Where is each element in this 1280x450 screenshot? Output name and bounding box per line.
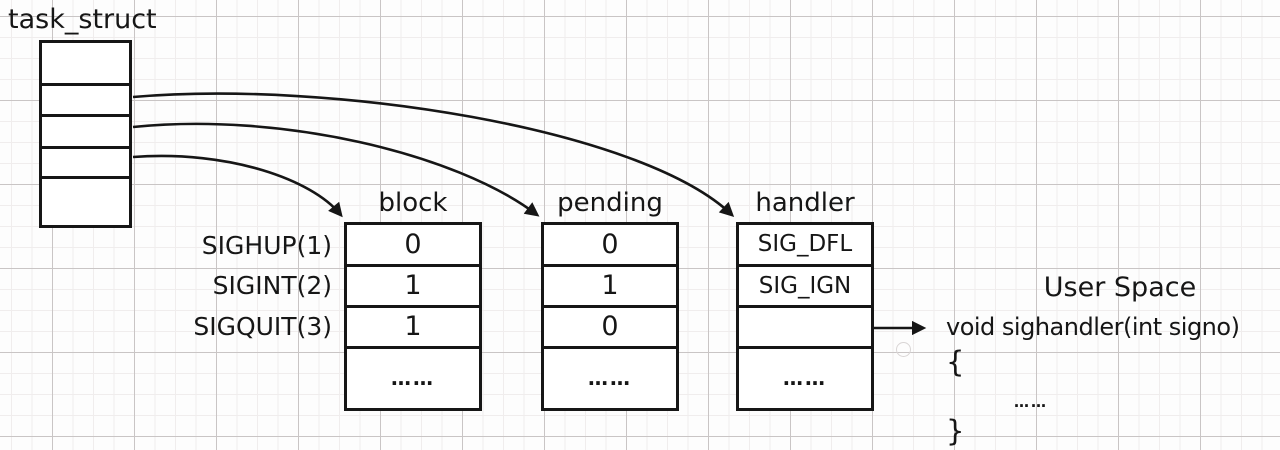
- handler-cell-ellipsis: ……: [739, 346, 871, 408]
- column-header-handler: handler: [755, 188, 855, 218]
- handler-cell-sighup: SIG_DFL: [757, 231, 853, 257]
- row-label-sigquit: SIGQUIT(3): [193, 312, 332, 341]
- open-brace: {: [946, 345, 965, 379]
- sighandler-signature: void sighandler(int signo): [946, 313, 1240, 341]
- close-brace: }: [946, 414, 965, 448]
- block-table: 0 1 1 ……: [344, 222, 482, 411]
- arrow-to-pending: [132, 122, 540, 217]
- block-cell-ellipsis: ……: [347, 346, 479, 408]
- pending-table: 0 1 0 ……: [541, 222, 679, 411]
- task-struct-cell: [42, 176, 129, 225]
- task-struct-cell: [42, 114, 129, 146]
- arrow-to-block: [132, 154, 343, 218]
- faint-circle-artifact: [896, 342, 911, 357]
- task-struct-cell: [42, 83, 129, 114]
- block-cell-sigquit: 1: [347, 305, 479, 346]
- handler-cell-sigquit: [739, 305, 871, 346]
- handler-table: SIG_DFL SIG_IGN ……: [736, 222, 874, 411]
- column-header-pending: pending: [557, 188, 663, 218]
- block-cell-sigint: 1: [347, 264, 479, 305]
- user-space-title: User Space: [1043, 272, 1197, 303]
- pending-cell-sigquit: 0: [544, 305, 676, 346]
- handler-cell-sigint: SIG_IGN: [739, 264, 871, 305]
- pending-cell-sighup: 0: [601, 229, 619, 260]
- task-struct-box: [39, 40, 132, 228]
- task-struct-label: task_struct: [8, 4, 157, 35]
- task-struct-cell: [42, 146, 129, 176]
- arrow-to-handler: [132, 92, 735, 217]
- block-cell-sighup: 0: [404, 229, 422, 260]
- pending-cell-ellipsis: ……: [544, 346, 676, 408]
- pending-cell-sigint: 1: [544, 264, 676, 305]
- row-label-sighup: SIGHUP(1): [201, 231, 332, 260]
- column-header-block: block: [378, 188, 448, 218]
- body-ellipsis: ……: [1014, 393, 1048, 411]
- row-label-sigint: SIGINT(2): [212, 271, 332, 300]
